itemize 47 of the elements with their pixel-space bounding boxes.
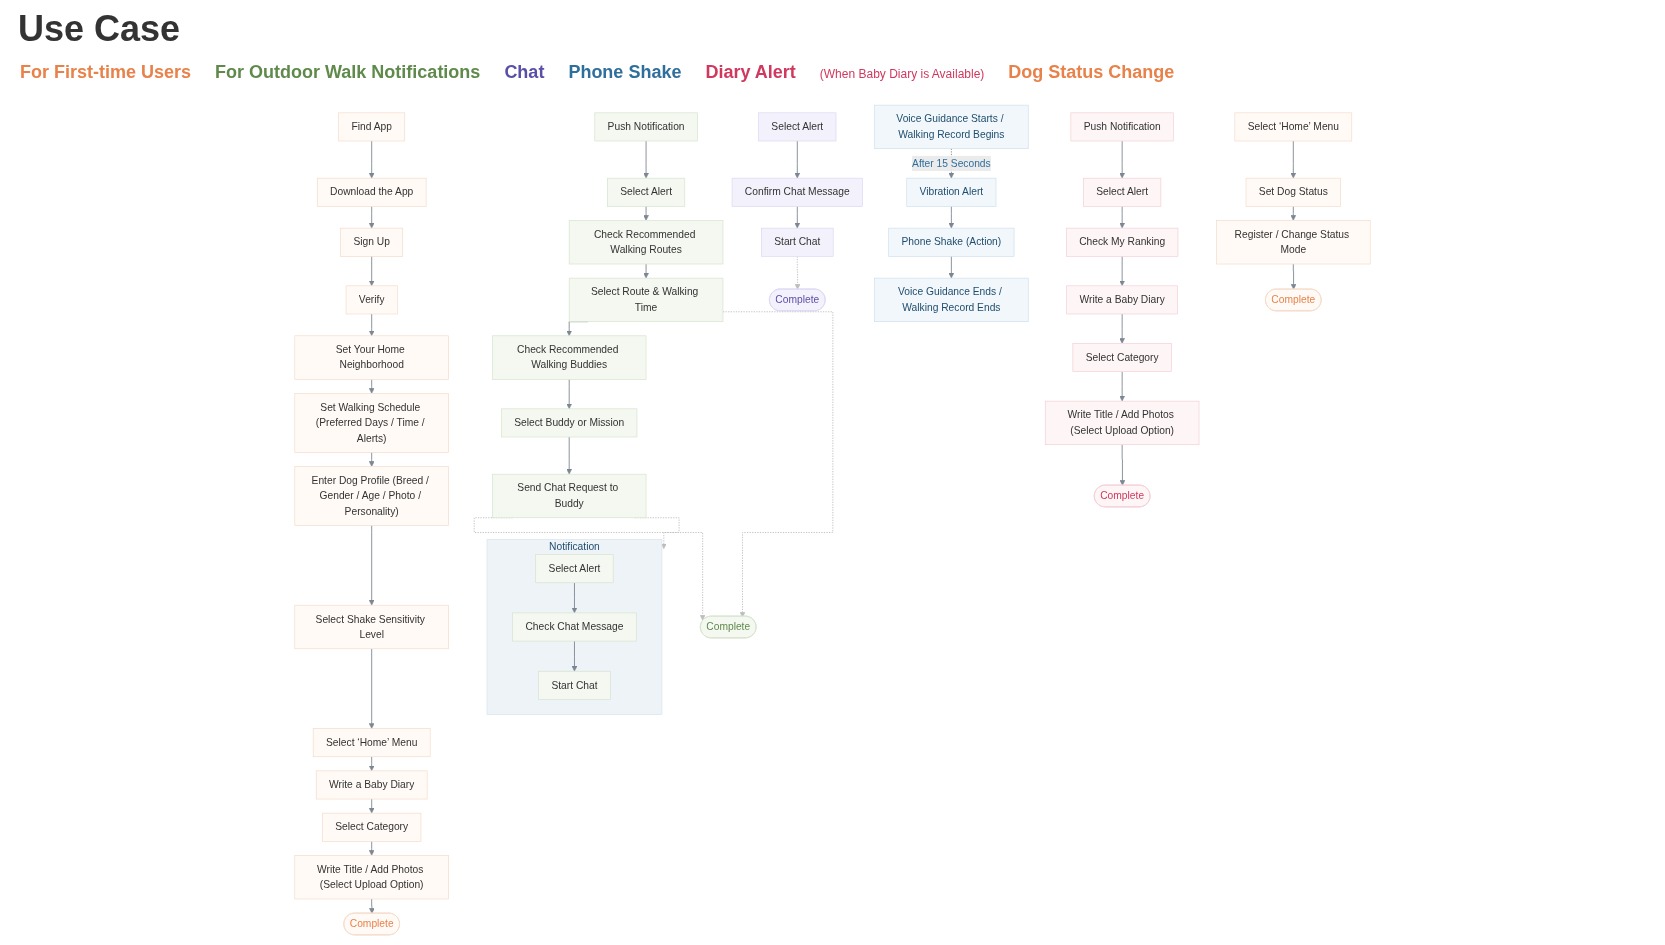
node-box: Select Alert — [758, 112, 837, 142]
node-box: Select Alert — [535, 554, 614, 584]
node-box: Push Notification — [1070, 112, 1174, 142]
column-heading: Phone Shake — [568, 62, 682, 83]
node-box: Push Notification — [594, 112, 698, 142]
node-box: Voice Guidance Ends / Walking Record Ends — [874, 277, 1029, 322]
node-box: Download the App — [316, 177, 427, 207]
node-box: Vibration Alert — [906, 177, 997, 207]
edge-label: After 15 Seconds — [912, 157, 991, 169]
node-box: Select Alert — [1083, 177, 1162, 207]
column-heading: Diary Alert — [705, 62, 796, 83]
node-box: Check My Ranking — [1066, 227, 1179, 257]
node-box: Find App — [338, 112, 406, 142]
column-heading: Dog Status Change — [1008, 62, 1175, 83]
node-box: Set Dog Status — [1245, 177, 1341, 207]
node-box: Send Chat Request to Buddy — [492, 473, 647, 519]
node-box: Select Category — [1072, 343, 1172, 372]
node-box: Write Title / Add Photos (Select Upload Option) — [294, 855, 449, 900]
node-box: Check Chat Message — [512, 612, 637, 642]
node-box: Verify — [345, 285, 398, 315]
node-box: Start Chat — [538, 670, 611, 700]
node-box: Set Your Home Neighborhood — [294, 335, 449, 380]
node-box: Select ‘Home’ Menu — [1234, 112, 1353, 142]
node-box: Set Walking Schedule (Preferred Days / Time / Alerts) — [294, 393, 449, 453]
node-box: Write a Baby Diary — [315, 770, 428, 800]
node-box: Phone Shake (Action) — [888, 227, 1015, 257]
node-box: Write Title / Add Photos (Select Upload Option) — [1044, 400, 1200, 446]
node-box: Select Route & Walking Time — [568, 277, 724, 322]
title: Use Case — [18, 8, 181, 50]
column-subheading: (When Baby Diary is Available) — [819, 67, 985, 81]
node-box: Check Recommended Walking Buddies — [492, 335, 647, 380]
node-box: Select ‘Home’ Menu — [312, 728, 431, 758]
node-box: Register / Change Status Mode — [1216, 220, 1371, 265]
node-box: Select Alert — [607, 177, 686, 207]
node-box: Select Shake Sensitivity Level — [294, 604, 449, 650]
node-box: Enter Dog Profile (Breed / Gender / Age / Photo / Personality) — [294, 466, 449, 526]
node-box: Confirm Chat Message — [731, 177, 863, 207]
node-box: Write a Baby Diary — [1066, 285, 1178, 315]
node-box: Select Buddy or Mission — [501, 408, 638, 438]
column-heading: For Outdoor Walk Notifications — [215, 62, 481, 83]
node-box: Select Category — [322, 812, 422, 842]
node-box: Sign Up — [340, 227, 404, 257]
node-box: Start Chat — [761, 227, 834, 257]
column-heading: Chat — [504, 62, 545, 83]
column-heading: For First-time Users — [20, 62, 192, 83]
node-box: Check Recommended Walking Routes — [568, 220, 724, 265]
node-box: Voice Guidance Starts / Walking Record Begins — [874, 104, 1029, 149]
